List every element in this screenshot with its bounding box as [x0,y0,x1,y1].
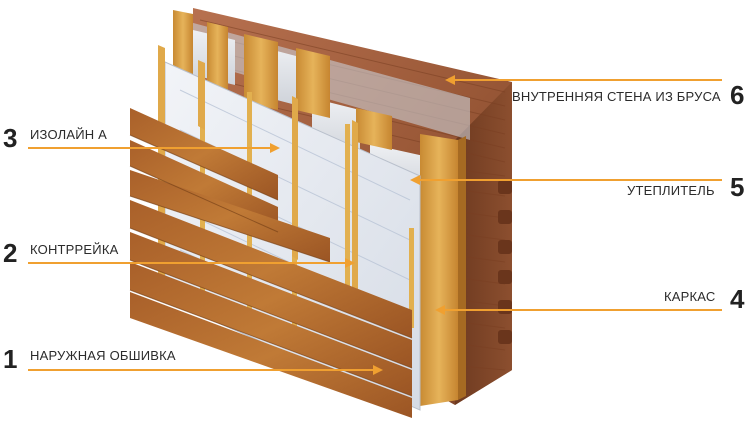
leader-lines [28,79,722,371]
frame-stud [207,22,228,100]
timber-end-notches [498,180,512,344]
callout-label-6: ВНУТРЕННЯЯ СТЕНА ИЗ БРУСА [512,89,721,104]
cladding-board [130,170,330,262]
callout-number-1: 1 [3,344,18,374]
cladding-board [130,108,278,200]
cladding-board [130,262,412,396]
callout-number-3: 3 [3,123,18,153]
callout-number-6: 6 [730,80,745,110]
frame-stud-front [420,134,458,406]
frame-stud [296,48,330,118]
arrowhead-icon [373,365,383,375]
arrowhead-icon [345,258,355,268]
frame-stud [244,34,278,110]
arrowhead-icon [270,143,280,153]
arrowhead-icon [435,305,445,315]
callout-label-2: КОНТРРЕЙКА [30,242,119,257]
outer-cladding [129,108,413,418]
cladding-board [130,200,412,338]
cladding-board [130,232,412,368]
callout-label-5: УТЕПЛИТЕЛЬ [627,183,715,198]
callout-label-1: НАРУЖНАЯ ОБШИВКА [30,348,176,363]
callout-label-4: КАРКАС [664,289,716,304]
callout-number-4: 4 [730,284,745,314]
callout-label-3: ИЗОЛАЙН А [30,127,108,142]
callout-number-5: 5 [730,172,745,202]
cladding-board [130,292,412,418]
arrowhead-icon [445,75,455,85]
callout-number-2: 2 [3,238,18,268]
arrowhead-icon [410,175,420,185]
frame-stud [356,108,392,150]
